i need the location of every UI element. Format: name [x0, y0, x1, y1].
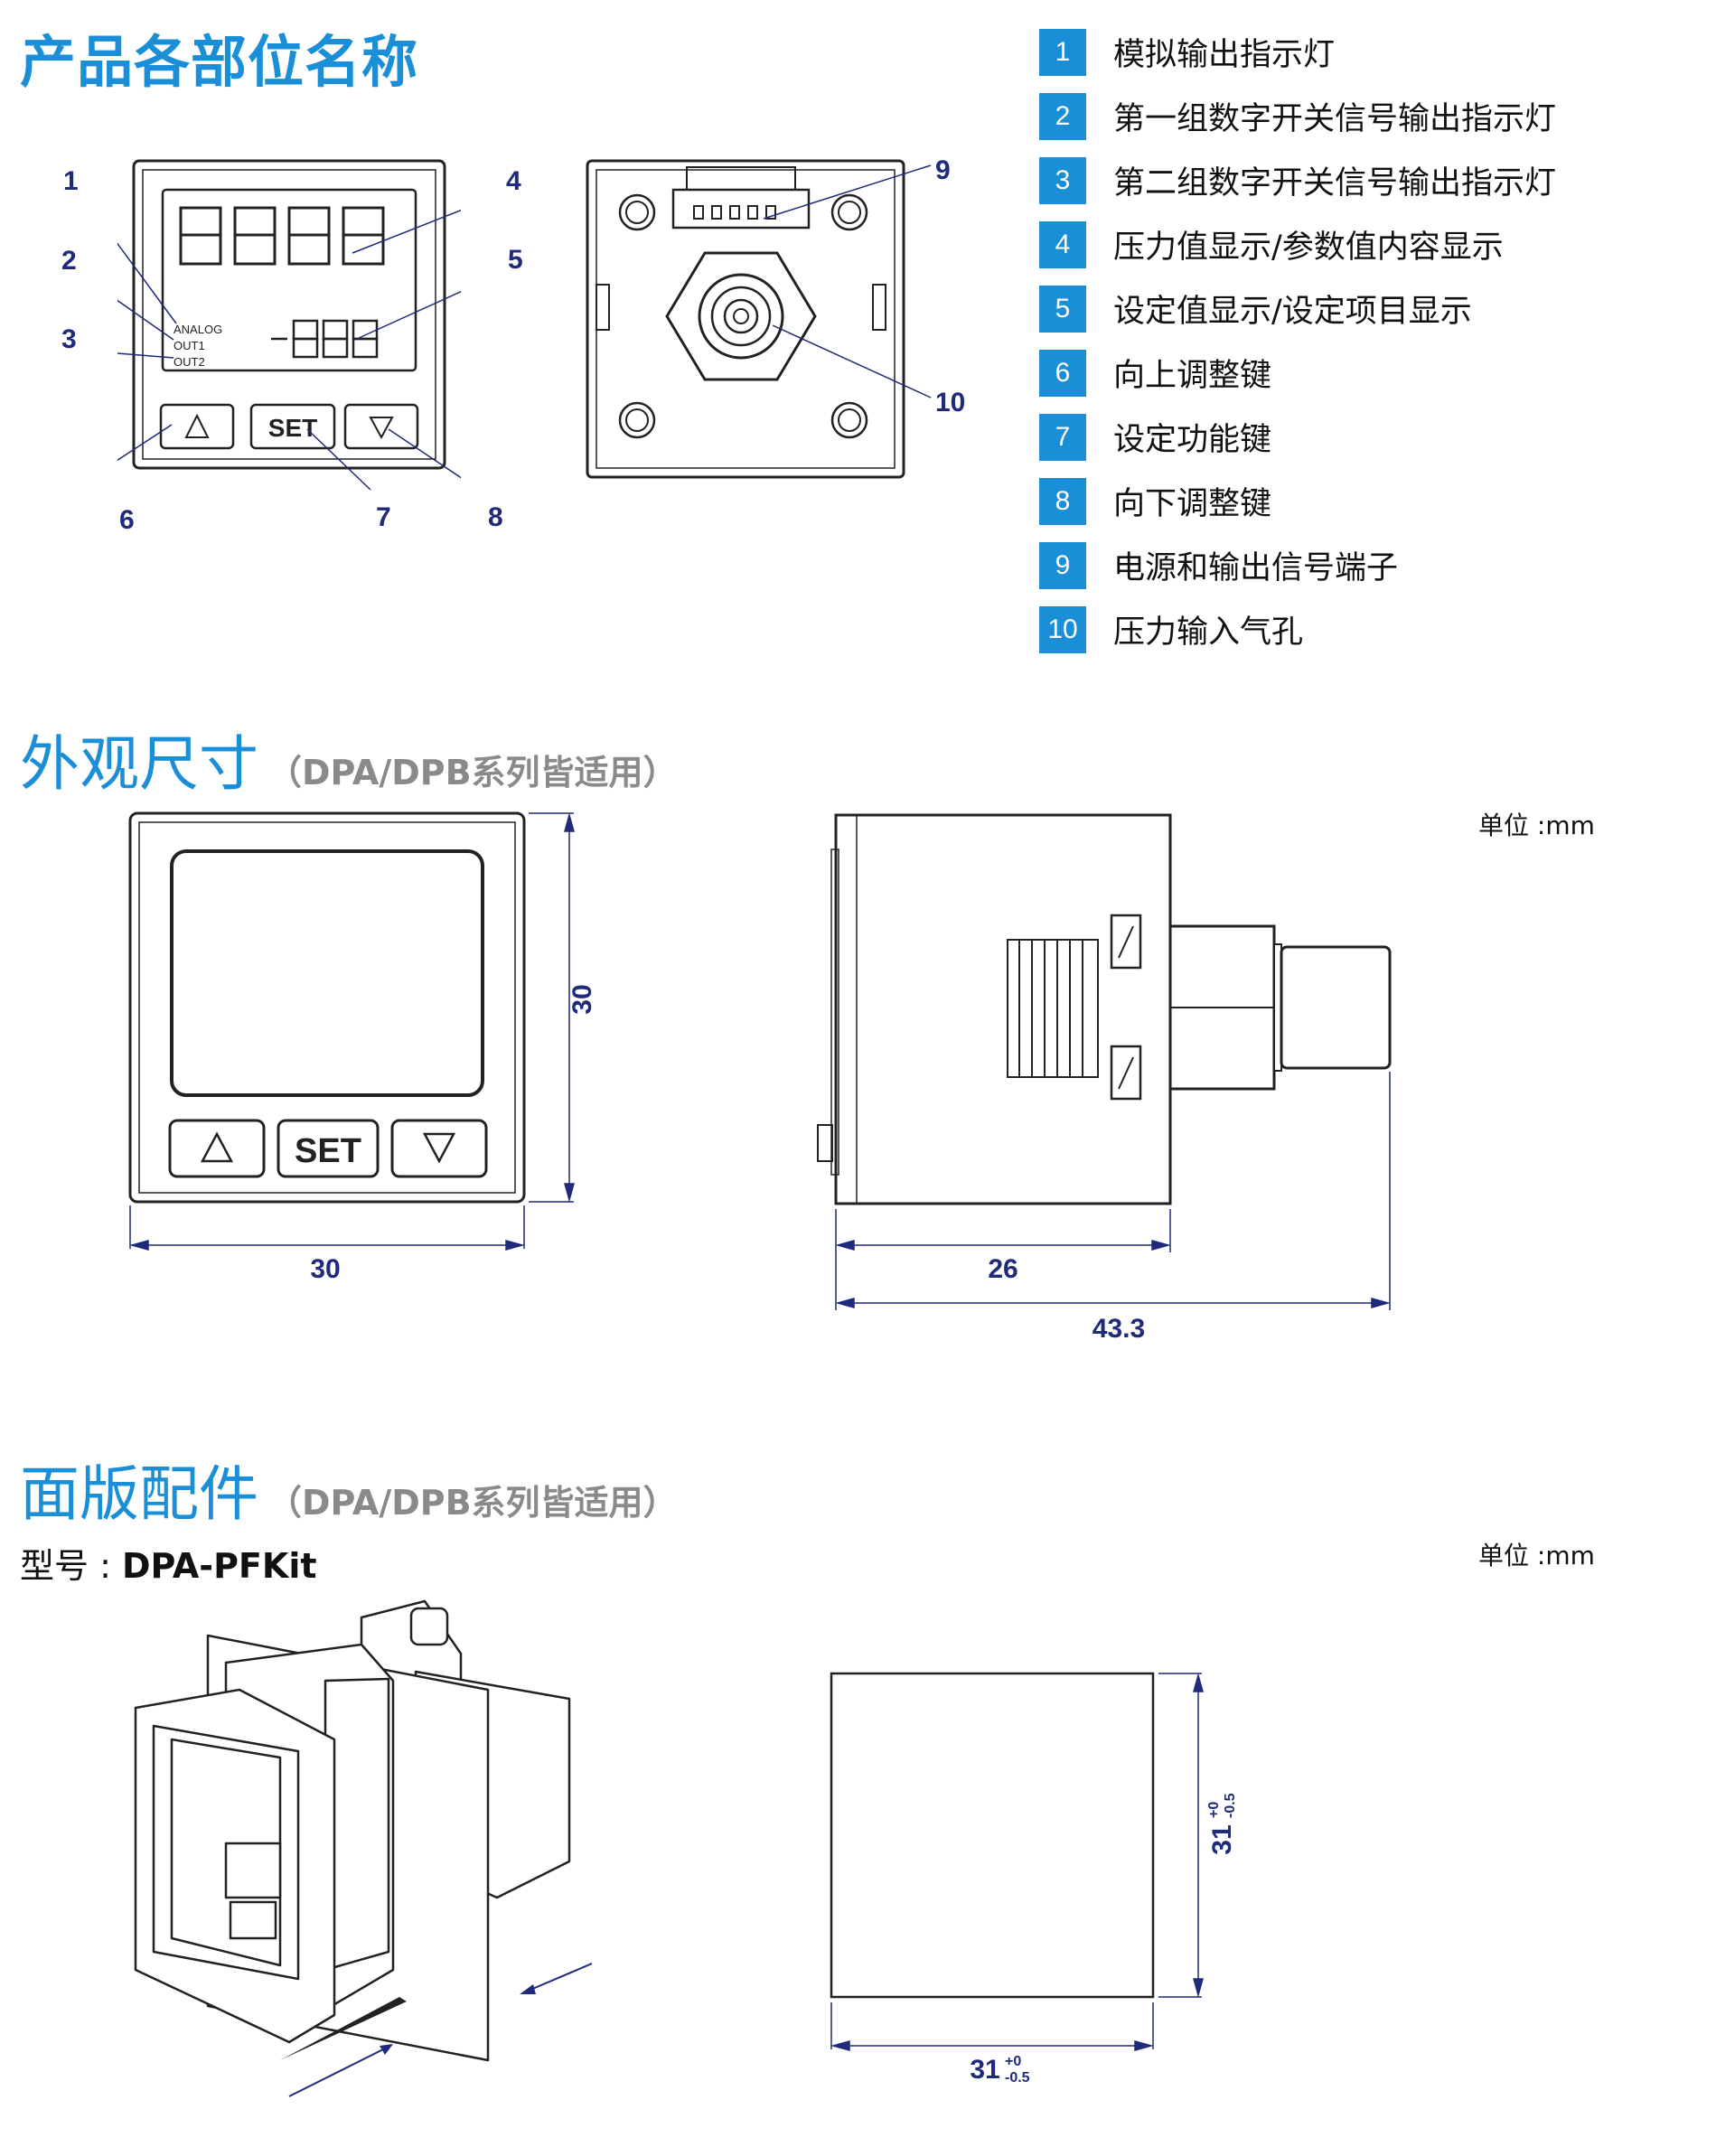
legend-item: 3 第二组数字开关信号输出指示灯 — [1039, 148, 1708, 212]
legend-number: 4 — [1039, 220, 1086, 268]
section1-title: 产品各部位名称 — [20, 29, 419, 95]
callout-8: 8 — [488, 502, 503, 532]
indicator-out1-label: OUT1 — [174, 339, 205, 352]
legend-item: 5 设定值显示/设定项目显示 — [1039, 277, 1708, 341]
legend-label: 模拟输出指示灯 — [1113, 37, 1336, 73]
legend-item: 4 压力值显示/参数值内容显示 — [1039, 212, 1708, 277]
model-value: DPA-PFKit — [121, 1546, 317, 1586]
down-arrow-icon — [369, 417, 394, 440]
indicator-analog-label: ANALOG — [174, 323, 222, 336]
legend-number: 6 — [1039, 349, 1086, 397]
legend-label: 向下调整键 — [1113, 486, 1272, 522]
down-arrow-icon — [422, 1132, 456, 1164]
callout-10: 10 — [935, 388, 965, 417]
front-callouts: 1 2 3 4 5 6 7 8 — [61, 166, 523, 535]
section2-unit: 单位 :mm — [1478, 811, 1595, 840]
up-arrow-icon — [184, 413, 210, 438]
legend-number: 2 — [1039, 92, 1086, 140]
callout-6: 6 — [119, 505, 135, 535]
callout-9: 9 — [935, 155, 951, 185]
section2-subtitle: （DPA/DPB系列皆适用） — [267, 753, 678, 792]
dim-cutout-height-31: 31 — [1207, 1824, 1237, 1854]
section3-subtitle: （DPA/DPB系列皆适用） — [267, 1483, 678, 1523]
side-dimension-diagram: 26 43.3 — [817, 813, 1392, 1344]
dim-depth-26: 26 — [988, 1254, 1018, 1284]
callout-3: 3 — [61, 324, 77, 354]
legend-number: 7 — [1039, 413, 1086, 461]
panel-kit-exploded-diagram — [134, 1599, 593, 2097]
dim-tol-plus: +0 — [1005, 2054, 1021, 2069]
front-dimension-diagram: SET 30 30 — [128, 811, 597, 1284]
legend-label: 压力值显示/参数值内容显示 — [1113, 230, 1504, 266]
legend-number: 10 — [1039, 605, 1086, 653]
legend-item: 7 设定功能键 — [1039, 405, 1708, 469]
legend-label: 向上调整键 — [1113, 358, 1272, 394]
legend-label: 电源和输出信号端子 — [1113, 550, 1399, 586]
legend-item: 10 压力输入气孔 — [1039, 597, 1708, 661]
callout-1: 1 — [63, 166, 79, 196]
callout-7: 7 — [376, 502, 391, 532]
model-line: 型号 : DPA-PFKit — [20, 1538, 317, 1588]
panel-cutout-dimension-diagram: 31 +0 -0.5 31 +0 -0.5 — [830, 1672, 1238, 2086]
legend-label: 压力输入气孔 — [1113, 614, 1304, 651]
back-view-diagram: 9 10 — [586, 155, 965, 479]
callout-5: 5 — [508, 245, 523, 275]
dim-height-30: 30 — [567, 984, 597, 1014]
legend-number: 1 — [1039, 28, 1086, 76]
legend-number: 3 — [1039, 156, 1086, 204]
front-view-diagram: ANALOG OUT1 OUT2 SET — [117, 159, 461, 491]
legend-item: 9 电源和输出信号端子 — [1039, 533, 1708, 597]
legend-item: 1 模拟输出指示灯 — [1039, 20, 1708, 84]
legend-label: 设定功能键 — [1113, 422, 1272, 458]
legend-label: 设定值显示/设定项目显示 — [1113, 294, 1472, 330]
dim-tol-minus: -0.5 — [1223, 1793, 1238, 1818]
parts-legend: 1 模拟输出指示灯 2 第一组数字开关信号输出指示灯 3 第二组数字开关信号输出指示灯… — [1039, 20, 1708, 661]
section3-heading: 面版配件 （DPA/DPB系列皆适用） — [20, 1446, 678, 1533]
legend-label: 第一组数字开关信号输出指示灯 — [1113, 101, 1557, 137]
legend-number: 5 — [1039, 285, 1086, 333]
dim-depth-43-3: 43.3 — [1093, 1314, 1145, 1344]
indicator-out2-label: OUT2 — [174, 355, 205, 369]
section2-heading: 外观尺寸 （DPA/DPB系列皆适用） — [20, 716, 678, 802]
set-button-label: SET — [295, 1132, 361, 1170]
legend-item: 6 向上调整键 — [1039, 341, 1708, 405]
dim-width-30: 30 — [310, 1254, 340, 1284]
callout-2: 2 — [61, 246, 77, 276]
legend-number: 9 — [1039, 541, 1086, 589]
set-button-label: SET — [268, 414, 317, 442]
dim-tol-plus: +0 — [1206, 1802, 1222, 1818]
dim-cutout-width-31: 31 — [970, 2055, 999, 2085]
up-arrow-icon — [200, 1131, 234, 1163]
dim-tol-minus: -0.5 — [1005, 2070, 1030, 2086]
legend-number: 8 — [1039, 477, 1086, 525]
legend-item: 8 向下调整键 — [1039, 469, 1708, 533]
model-label: 型号 : — [20, 1546, 111, 1586]
callout-4: 4 — [506, 166, 521, 196]
legend-item: 2 第一组数字开关信号输出指示灯 — [1039, 84, 1708, 148]
section3-title: 面版配件 — [20, 1459, 258, 1529]
section3-unit: 单位 :mm — [1478, 1541, 1595, 1570]
section2-title: 外观尺寸 — [20, 729, 258, 799]
legend-label: 第二组数字开关信号输出指示灯 — [1113, 165, 1557, 202]
